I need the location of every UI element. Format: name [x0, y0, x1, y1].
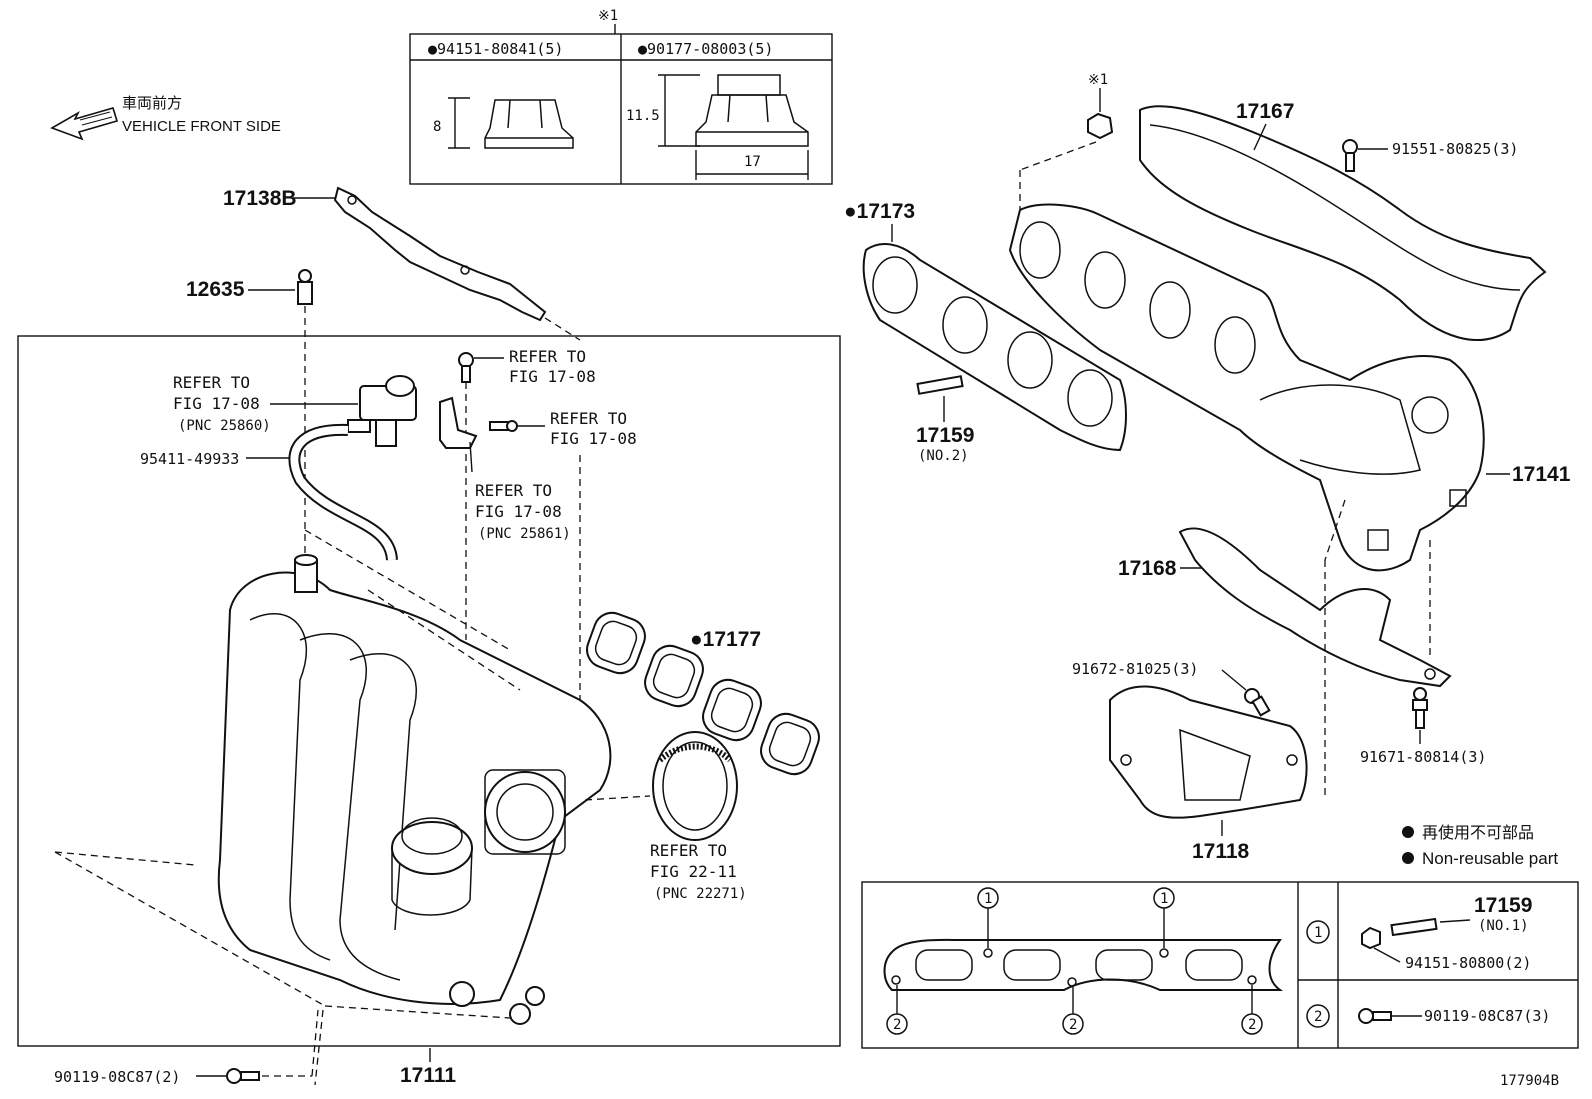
- part-17141: 17141: [1512, 463, 1571, 486]
- row1-nut: 94151-80800(2): [1405, 954, 1531, 972]
- bolt-91672: 91672-81025(3): [1072, 660, 1271, 717]
- vacuum-switching-valve: [347, 375, 417, 447]
- ref4-line1: REFER TO: [475, 481, 552, 500]
- hose-95411: 95411-49933: [140, 423, 398, 561]
- front-side-jp: 車両前方: [122, 95, 182, 112]
- ref1-line2: FIG 17-08: [173, 394, 260, 413]
- intake-dash-guides: [54, 529, 521, 1086]
- row2-mark: 2: [1314, 1009, 1322, 1025]
- table-right-pn: ●90177-08003(5): [638, 40, 773, 58]
- intake-section-frame: [17, 335, 841, 1047]
- part-12635: 12635: [186, 278, 245, 301]
- part-17118: 17118: [1192, 840, 1250, 863]
- front-side-en: VEHICLE FRONT SIDE: [122, 118, 281, 135]
- ref5-line3: (PNC 22271): [654, 886, 747, 902]
- bolt-91671: 91671-80814(3): [1360, 687, 1486, 766]
- part-17159-no2-sub: (NO.2): [918, 448, 969, 464]
- callout-1b: 1: [1160, 891, 1168, 907]
- legend-en: Non-reusable part: [1422, 849, 1558, 868]
- part-91551: 91551-80825(3): [1392, 140, 1518, 158]
- ref3-line2: FIG 17-08: [550, 429, 637, 448]
- ref2-line2: FIG 17-08: [509, 367, 596, 386]
- ref4-line2: FIG 17-08: [475, 502, 562, 521]
- note-ref-nut: ※1: [1088, 72, 1108, 88]
- ref1-line1: REFER TO: [173, 373, 250, 392]
- callout-2a: 2: [893, 1017, 901, 1033]
- table-right-height: 11.5: [626, 108, 660, 124]
- throttle-body-gasket: REFER TO FIG 22-11 (PNC 22271): [584, 731, 747, 902]
- bracket-17138b: 17138B: [223, 186, 581, 341]
- ref1-line3: (PNC 25860): [178, 418, 271, 434]
- part-91672: 91672-81025(3): [1072, 660, 1198, 678]
- part-17159-no2: 17159: [916, 424, 974, 447]
- refer-note-25860: REFER TO FIG 17-08 (PNC 25860): [173, 373, 358, 434]
- flange-nut-large-icon: [658, 74, 809, 180]
- gasket-detail-box: 1 1 2 2 2 1 2 17159 (NO.1) 94151-80800(2…: [861, 881, 1579, 1049]
- bracket-17118: 17118: [1109, 685, 1308, 863]
- bolt-dimension-table: ※1 ●94151-80841(5) ●90177-08003(5) 8: [409, 8, 833, 185]
- heat-insulator-17167: 17167: [1139, 100, 1547, 341]
- part-17167: 17167: [1236, 100, 1294, 123]
- ref4-line3: (PNC 25861): [478, 526, 571, 542]
- row1-sub: (NO.1): [1478, 918, 1529, 934]
- nut-note-ref: ※1: [1019, 72, 1114, 210]
- part-90119-left: 90119-08C87(2): [54, 1068, 180, 1086]
- intake-manifold-17111: 17111: [217, 554, 612, 1087]
- part-95411: 95411-49933: [140, 450, 239, 468]
- ref2-line1: REFER TO: [509, 347, 586, 366]
- stud-12635: 12635: [186, 269, 313, 560]
- table-right-width: 17: [744, 154, 761, 170]
- ref5-line1: REFER TO: [650, 841, 727, 860]
- flange-nut-small-icon: [448, 97, 574, 149]
- ref3-line1: REFER TO: [550, 409, 627, 428]
- insulator-17168: 17168: [1118, 499, 1452, 800]
- note-ref-top: ※1: [598, 8, 618, 24]
- part-17168: 17168: [1118, 557, 1177, 580]
- ref5-line2: FIG 22-11: [650, 862, 737, 881]
- callout-2b: 2: [1069, 1017, 1077, 1033]
- stud-17159-no2: 17159 (NO.2): [916, 375, 974, 464]
- callout-1a: 1: [984, 891, 992, 907]
- part-17138b: 17138B: [223, 187, 297, 210]
- table-left-height: 8: [433, 119, 441, 135]
- exhaust-gasket-17173: ●17173: [844, 200, 1127, 452]
- part-17173: ●17173: [844, 200, 915, 223]
- diagram-id: 177904B: [1500, 1073, 1559, 1089]
- exhaust-manifold-17141: 17141: [1008, 203, 1571, 572]
- callout-2c: 2: [1248, 1017, 1256, 1033]
- vehicle-front-arrow: 車両前方 VEHICLE FRONT SIDE: [50, 95, 281, 141]
- gasket-17177: ●17177: [586, 611, 820, 776]
- refer-note-bolt-top: REFER TO FIG 17-08: [458, 347, 596, 640]
- bolt-90119-left: 90119-08C87(2): [54, 1009, 319, 1086]
- legend: 再使用不可部品 Non-reusable part: [1402, 824, 1558, 868]
- part-17177: ●17177: [690, 628, 761, 651]
- part-91671: 91671-80814(3): [1360, 748, 1486, 766]
- row1-pn: 17159: [1474, 894, 1532, 917]
- table-left-pn: ●94151-80841(5): [428, 40, 563, 58]
- legend-jp: 再使用不可部品: [1422, 824, 1534, 842]
- bolt-91551: 91551-80825(3): [1342, 139, 1518, 172]
- row1-mark: 1: [1314, 925, 1322, 941]
- part-17111: 17111: [400, 1064, 456, 1087]
- row2-bolt: 90119-08C87(3): [1424, 1007, 1550, 1025]
